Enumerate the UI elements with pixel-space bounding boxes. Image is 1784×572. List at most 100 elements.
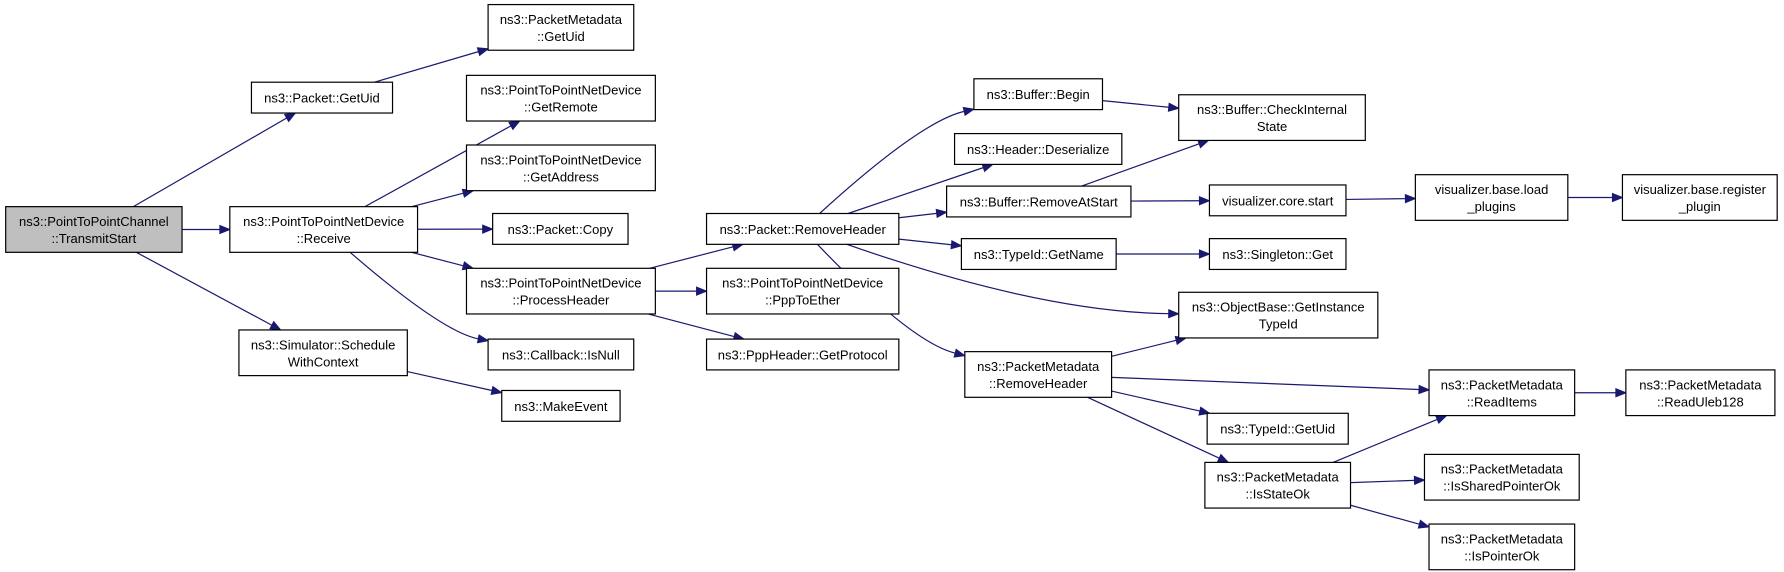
node-label-line: ::GetRemote <box>524 100 598 115</box>
node-singleton_get[interactable]: ns3::Singleton::Get <box>1208 238 1347 271</box>
node-box <box>705 212 900 245</box>
node-makeevent[interactable]: ns3::MakeEvent <box>501 389 621 422</box>
edge-line <box>647 313 735 338</box>
node-pm_getuid[interactable]: ns3::PacketMetadata::GetUid <box>487 3 635 51</box>
node-pm_readitems[interactable]: ns3::PacketMetadata::ReadItems <box>1428 369 1576 417</box>
node-ptp_processheader[interactable]: ns3::PointToPointNetDevice::ProcessHeade… <box>465 267 656 315</box>
arrowhead <box>219 224 232 235</box>
edge-pm_removeheader-to-pm_readitems <box>1111 376 1431 395</box>
node-box <box>946 185 1132 218</box>
edge-line <box>349 251 479 340</box>
node-ptp_receive[interactable]: ns3::PointToPointNetDevice::Receive <box>229 206 419 253</box>
edge-line <box>816 243 956 354</box>
node-pkt_removeheader[interactable]: ns3::Packet::RemoveHeader <box>705 212 900 245</box>
node-cb_isnull[interactable]: ns3::Callback::IsNull <box>487 338 635 371</box>
arrowhead <box>962 106 976 117</box>
edge-line <box>819 110 965 214</box>
node-label-line: ::IsStateOk <box>1246 487 1311 502</box>
node-label-line: ::IsPointerOk <box>1464 548 1540 563</box>
edge-pm_isstateok-to-pm_ispointerok <box>1350 504 1431 529</box>
node-box <box>1621 174 1778 221</box>
edge-pkt_removeheader-to-buf_begin <box>819 106 976 214</box>
edge-pkt_removeheader-to-buf_removeatstart <box>898 208 948 219</box>
node-pm_issharedpointerok[interactable]: ns3::PacketMetadata::IsSharedPointerOk <box>1423 453 1580 501</box>
node-pm_readuleb128[interactable]: ns3::PacketMetadata::ReadUleb128 <box>1625 369 1776 417</box>
node-label-line: ::GetUid <box>537 29 585 44</box>
arrowhead <box>269 320 282 331</box>
node-pm_ispointerok[interactable]: ns3::PacketMetadata::IsPointerOk <box>1428 523 1576 571</box>
node-buf_removeatstart[interactable]: ns3::Buffer::RemoveAtStart <box>946 185 1132 218</box>
node-pm_removeheader[interactable]: ns3::PacketMetadata::RemoveHeader <box>964 351 1113 398</box>
edge-line <box>1111 390 1201 412</box>
node-label-line: ns3::ObjectBase::GetInstance <box>1192 300 1365 315</box>
node-label-line: ::GetAddress <box>523 169 599 184</box>
node-box <box>1625 369 1776 417</box>
node-label-line: ns3::PointToPointChannel <box>19 214 169 229</box>
edges-layer <box>133 47 1628 529</box>
arrowhead <box>1417 519 1431 529</box>
node-box <box>5 206 183 253</box>
edge-pm_isstateok-to-pm_issharedpointerok <box>1350 475 1426 486</box>
node-label-line: ns3::Buffer::RemoveAtStart <box>960 195 1118 210</box>
node-label-line: ns3::Singleton::Get <box>1222 247 1333 262</box>
node-label-line: ns3::PointToPointNetDevice <box>243 214 404 229</box>
edge-ptp_receive-to-cb_isnull <box>349 251 490 344</box>
edge-line <box>411 192 464 208</box>
node-box <box>1423 453 1580 501</box>
node-pm_isstateok[interactable]: ns3::PacketMetadata::IsStateOk <box>1204 461 1352 509</box>
node-box <box>1208 184 1347 217</box>
node-box <box>238 329 408 377</box>
node-ptp_ppptoether[interactable]: ns3::PointToPointNetDevice::PppToEther <box>705 267 900 315</box>
node-pkt_copy[interactable]: ns3::Packet::Copy <box>492 212 629 245</box>
edge-buf_removeatstart-to-vis_core_start <box>1130 196 1211 206</box>
edge-line <box>846 243 1169 315</box>
edge-vis_load_plugins-to-vis_register_plugin <box>1567 192 1624 203</box>
node-label-line: ns3::PointToPointNetDevice <box>480 152 641 167</box>
edge-line <box>649 246 734 269</box>
edge-line <box>898 238 952 246</box>
node-label-line: ns3::TypeId::GetUid <box>1220 422 1335 437</box>
node-label-line: State <box>1257 119 1287 134</box>
node-getuid_pkt[interactable]: ns3::Packet::GetUid <box>250 81 394 114</box>
node-hdr_deserialize[interactable]: ns3::Header::Deserialize <box>953 132 1123 166</box>
node-typeid_getuid[interactable]: ns3::TypeId::GetUid <box>1206 412 1349 445</box>
node-label-line: ns3::MakeEvent <box>514 399 608 414</box>
node-buf_begin[interactable]: ns3::Buffer::Begin <box>973 78 1104 111</box>
node-box <box>492 212 629 245</box>
arrowhead <box>935 208 948 219</box>
node-box <box>964 351 1113 398</box>
node-label-line: ns3::PacketMetadata <box>1441 531 1564 546</box>
node-vis_load_plugins[interactable]: visualizer.base.load_plugins <box>1414 174 1569 221</box>
node-label-line: ns3::PacketMetadata <box>500 12 623 27</box>
edge-line <box>1350 504 1420 525</box>
node-ptp_getaddress[interactable]: ns3::PointToPointNetDevice::GetAddress <box>465 144 656 192</box>
node-box <box>1178 94 1366 142</box>
node-vis_core_start[interactable]: visualizer.core.start <box>1208 184 1347 217</box>
arrowhead <box>950 239 963 250</box>
node-label-line: WithContext <box>288 354 359 369</box>
node-typeid_getname[interactable]: ns3::TypeId::GetName <box>960 238 1117 271</box>
edge-sim_schedule-to-makeevent <box>407 371 504 396</box>
node-ptp_getremote[interactable]: ns3::PointToPointNetDevice::GetRemote <box>465 74 656 122</box>
edge-line <box>1111 339 1177 357</box>
arrowhead <box>1197 139 1210 149</box>
node-label-line: ns3::PppHeader::GetProtocol <box>718 348 888 363</box>
node-box <box>465 267 656 315</box>
node-vis_register_plugin[interactable]: visualizer.base.register_plugin <box>1621 174 1778 221</box>
node-box <box>250 81 394 114</box>
node-box <box>1204 461 1352 509</box>
node-box <box>465 74 656 122</box>
arrowhead <box>1434 415 1448 424</box>
node-root[interactable]: ns3::PointToPointChannel::TransmitStart <box>5 206 183 253</box>
edge-buf_begin-to-buf_checkinternal <box>1102 100 1181 112</box>
node-label-line: ns3::Packet::RemoveHeader <box>720 222 887 237</box>
arrowhead <box>1167 102 1181 112</box>
node-box <box>960 238 1117 271</box>
edge-ptp_receive-to-ptp_getremote <box>364 120 521 208</box>
node-ppp_getprotocol[interactable]: ns3::PppHeader::GetProtocol <box>705 338 900 371</box>
arrowhead <box>1404 193 1417 204</box>
